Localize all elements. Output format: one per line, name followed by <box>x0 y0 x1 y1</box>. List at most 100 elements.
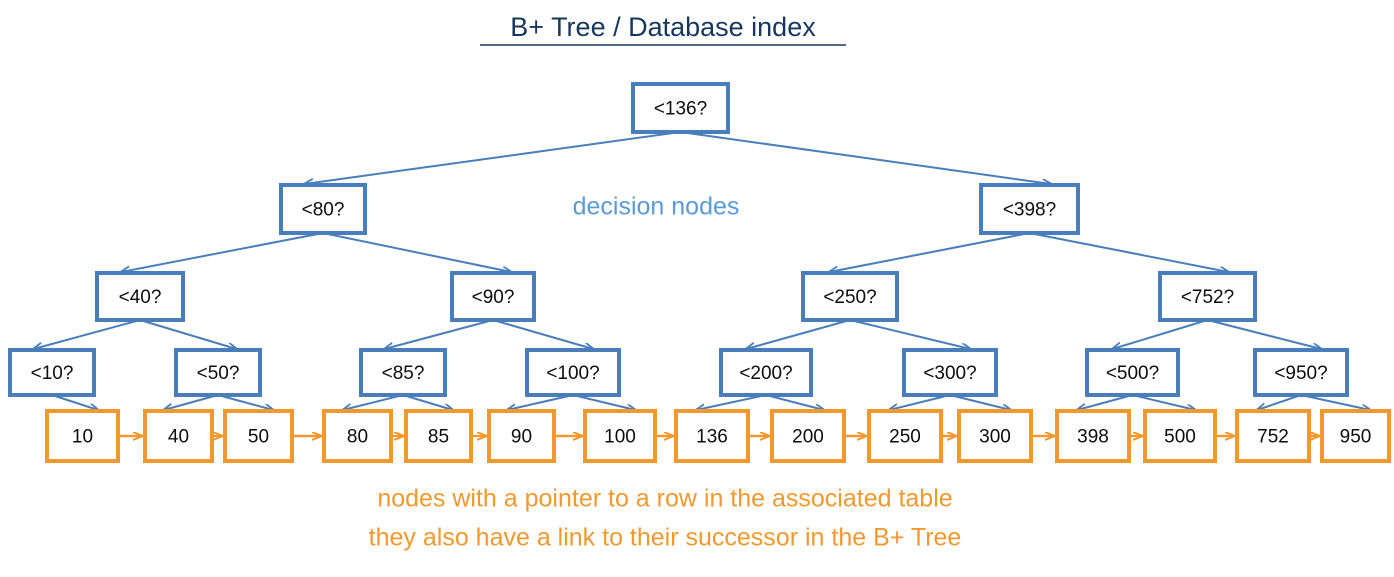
decision-node-n500[interactable]: <500? <box>1085 348 1180 397</box>
tree-edge-n950-to-l950 <box>1300 394 1370 410</box>
leaf-node-box <box>867 409 943 463</box>
decision-node-label: <80? <box>302 200 345 221</box>
decision-node-n10[interactable]: <10? <box>8 348 96 397</box>
tree-edge-n85-to-l80 <box>343 394 404 410</box>
decision-node-n200[interactable]: <200? <box>719 348 813 397</box>
decision-node-label: <136? <box>654 99 707 120</box>
tree-edge-n10-to-l10 <box>51 394 98 410</box>
leaf-node-l752[interactable]: 752 <box>1235 409 1311 463</box>
tree-edge-n80-to-n90 <box>322 232 511 272</box>
decision-node-n250[interactable]: <250? <box>801 271 899 322</box>
decision-node-box <box>359 348 447 397</box>
tree-edge-n50-to-l40 <box>164 394 219 410</box>
leaf-node-l100[interactable]: 100 <box>583 409 657 463</box>
decision-node-n85[interactable]: <85? <box>359 348 447 397</box>
decision-node-box <box>979 183 1080 235</box>
leaf-node-box <box>487 409 556 463</box>
leaf-node-box <box>143 409 214 463</box>
decision-node-n300[interactable]: <300? <box>902 348 998 397</box>
leaf-node-label: 950 <box>1340 427 1372 448</box>
tree-edge-n50-to-l50 <box>217 394 273 410</box>
leaf-node-box <box>404 409 473 463</box>
decision-node-label: <500? <box>1106 363 1159 384</box>
decision-node-label: <950? <box>1274 363 1327 384</box>
tree-edge-n950-to-l752 <box>1257 394 1302 410</box>
decision-node-box <box>902 348 998 397</box>
leaf-node-l500[interactable]: 500 <box>1143 409 1217 463</box>
decision-node-n90[interactable]: <90? <box>450 271 536 322</box>
leaf-node-l10[interactable]: 10 <box>45 409 120 463</box>
leaf-node-l300[interactable]: 300 <box>957 409 1033 463</box>
decision-node-box <box>1158 271 1257 322</box>
decision-node-n752[interactable]: <752? <box>1158 271 1257 322</box>
leaf-node-label: 40 <box>168 427 189 448</box>
tree-edge-n398-to-n250 <box>829 232 1030 272</box>
leaf-node-l950[interactable]: 950 <box>1320 409 1391 463</box>
tree-edge-n90-to-n85 <box>385 319 494 349</box>
decision-node-box <box>1085 348 1180 397</box>
leaf-node-label: 136 <box>696 427 728 448</box>
leaf-caption-line-2: they also have a link to their successor… <box>369 524 962 552</box>
decision-node-n398[interactable]: <398? <box>979 183 1080 235</box>
leaf-node-box <box>1055 409 1131 463</box>
decision-node-label: <10? <box>31 363 74 384</box>
leaf-node-label: 752 <box>1257 427 1289 448</box>
leaf-node-label: 300 <box>979 427 1011 448</box>
leaf-node-l50[interactable]: 50 <box>223 409 294 463</box>
tree-edge-n250-to-n200 <box>746 319 851 349</box>
tree-edge-n200-to-l136 <box>696 394 767 410</box>
leaf-node-l80[interactable]: 80 <box>322 409 393 463</box>
leaf-node-l200[interactable]: 200 <box>770 409 846 463</box>
decision-node-label: <40? <box>119 287 162 308</box>
leaf-node-l90[interactable]: 90 <box>487 409 556 463</box>
tree-edge-n752-to-n950 <box>1207 319 1322 349</box>
tree-edge-n200-to-l200 <box>765 394 824 410</box>
leaf-node-box <box>322 409 393 463</box>
decision-node-box <box>8 348 96 397</box>
leaf-node-label: 90 <box>511 427 532 448</box>
decision-node-box <box>525 348 621 397</box>
decision-node-label: <85? <box>382 363 425 384</box>
decision-node-n80[interactable]: <80? <box>279 183 367 235</box>
decision-node-label: <90? <box>472 287 515 308</box>
leaf-node-l398[interactable]: 398 <box>1055 409 1131 463</box>
leaf-node-l136[interactable]: 136 <box>674 409 750 463</box>
leaf-node-label: 85 <box>428 427 449 448</box>
decision-node-label: <250? <box>823 287 876 308</box>
tree-edge-n80-to-n40 <box>121 232 324 272</box>
decision-node-n950[interactable]: <950? <box>1253 348 1349 397</box>
decision-node-box <box>279 183 367 235</box>
decision-node-label: <200? <box>739 363 792 384</box>
decision-node-n40[interactable]: <40? <box>95 271 185 322</box>
decision-node-label: <100? <box>546 363 599 384</box>
leaf-node-l40[interactable]: 40 <box>143 409 214 463</box>
tree-edge-n752-to-n500 <box>1112 319 1208 349</box>
decision-node-box <box>631 82 730 134</box>
decision-node-n136[interactable]: <136? <box>631 82 730 134</box>
leaf-node-box <box>583 409 657 463</box>
leaf-node-label: 398 <box>1077 427 1109 448</box>
tree-edge-n40-to-n50 <box>139 319 236 349</box>
decision-node-box <box>1253 348 1349 397</box>
decision-node-n100[interactable]: <100? <box>525 348 621 397</box>
tree-edge-n100-to-l100 <box>572 394 635 410</box>
tree-edge-n300-to-l250 <box>889 394 951 410</box>
leaf-node-l250[interactable]: 250 <box>867 409 943 463</box>
leaf-node-box <box>1143 409 1217 463</box>
decision-node-label: <50? <box>197 363 240 384</box>
tree-edge-n500-to-l398 <box>1077 394 1133 410</box>
leaf-node-label: 250 <box>889 427 921 448</box>
leaf-node-box <box>45 409 120 463</box>
tree-edge-n85-to-l85 <box>402 394 453 410</box>
tree-edge-n136-to-n398 <box>680 131 1051 184</box>
leaf-node-label: 50 <box>248 427 269 448</box>
leaf-node-l85[interactable]: 85 <box>404 409 473 463</box>
leaf-node-label: 10 <box>72 427 93 448</box>
leaf-node-label: 80 <box>347 427 368 448</box>
decision-node-box <box>450 271 536 322</box>
decision-node-box <box>719 348 813 397</box>
decision-node-n50[interactable]: <50? <box>174 348 262 397</box>
tree-edge-n40-to-n10 <box>34 319 141 349</box>
